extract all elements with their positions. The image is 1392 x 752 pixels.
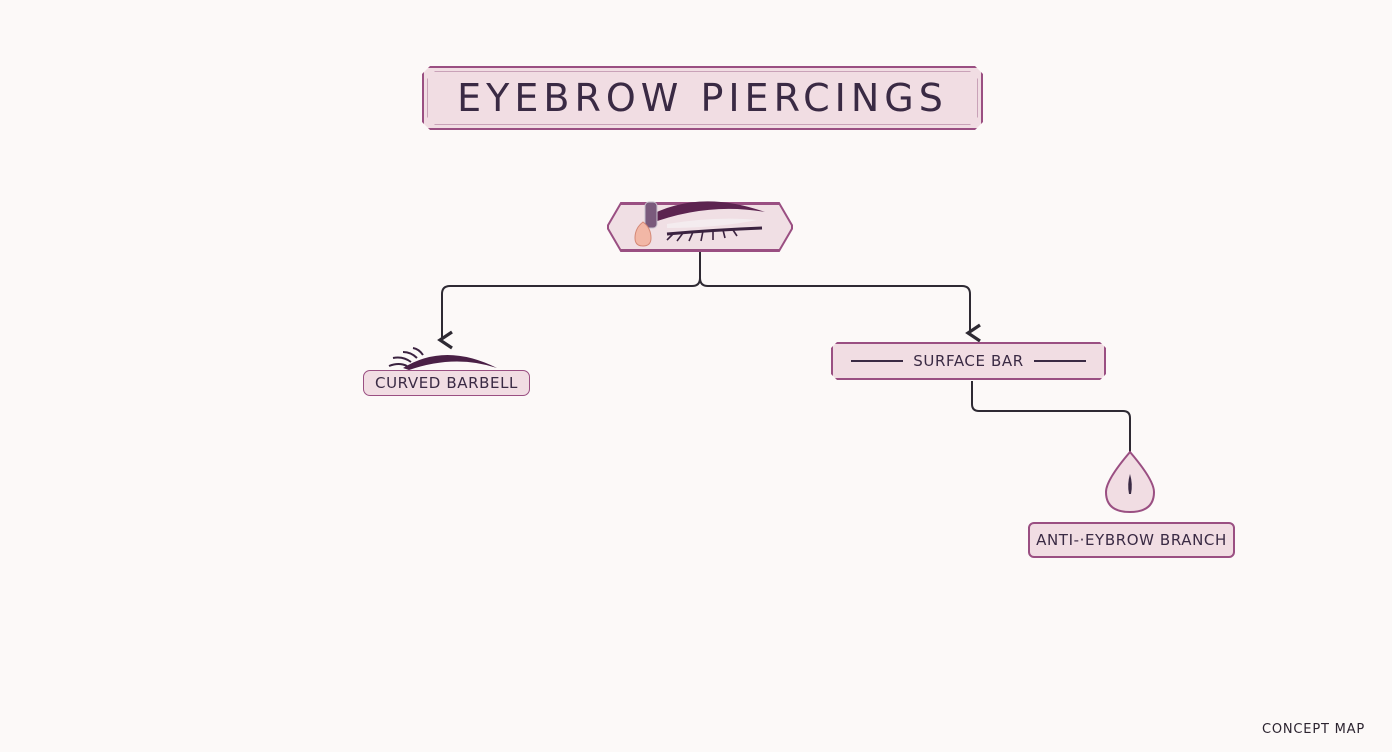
curved-barbell-node: CURVED BARBELL (363, 370, 530, 396)
connector-surface-to-anti (971, 381, 1131, 452)
page-title-box: EYEBROW PIERCINGS (422, 66, 983, 130)
surface-bar-label: SURFACE BAR (913, 352, 1024, 370)
footer-label: CONCEPT MAP (1262, 722, 1365, 737)
right-dash (1034, 360, 1086, 362)
connector-root-trunk (437, 252, 701, 350)
connector-root-to-surface (699, 277, 981, 343)
anti-eyebrow-label: ANTI-·EYBROW BRANCH (1036, 531, 1227, 549)
eye-with-eyebrow-piercing-icon (607, 201, 793, 252)
teardrop-jewel-icon (1104, 450, 1156, 514)
eyebrow-icon (388, 347, 497, 370)
page-title: EYEBROW PIERCINGS (457, 76, 948, 120)
title-inner-border (427, 71, 978, 125)
curved-barbell-label: CURVED BARBELL (375, 374, 518, 392)
anti-eyebrow-node: ANTI-·EYBROW BRANCH (1028, 522, 1235, 558)
left-dash (851, 360, 903, 362)
surface-bar-node: SURFACE BAR (831, 342, 1106, 380)
